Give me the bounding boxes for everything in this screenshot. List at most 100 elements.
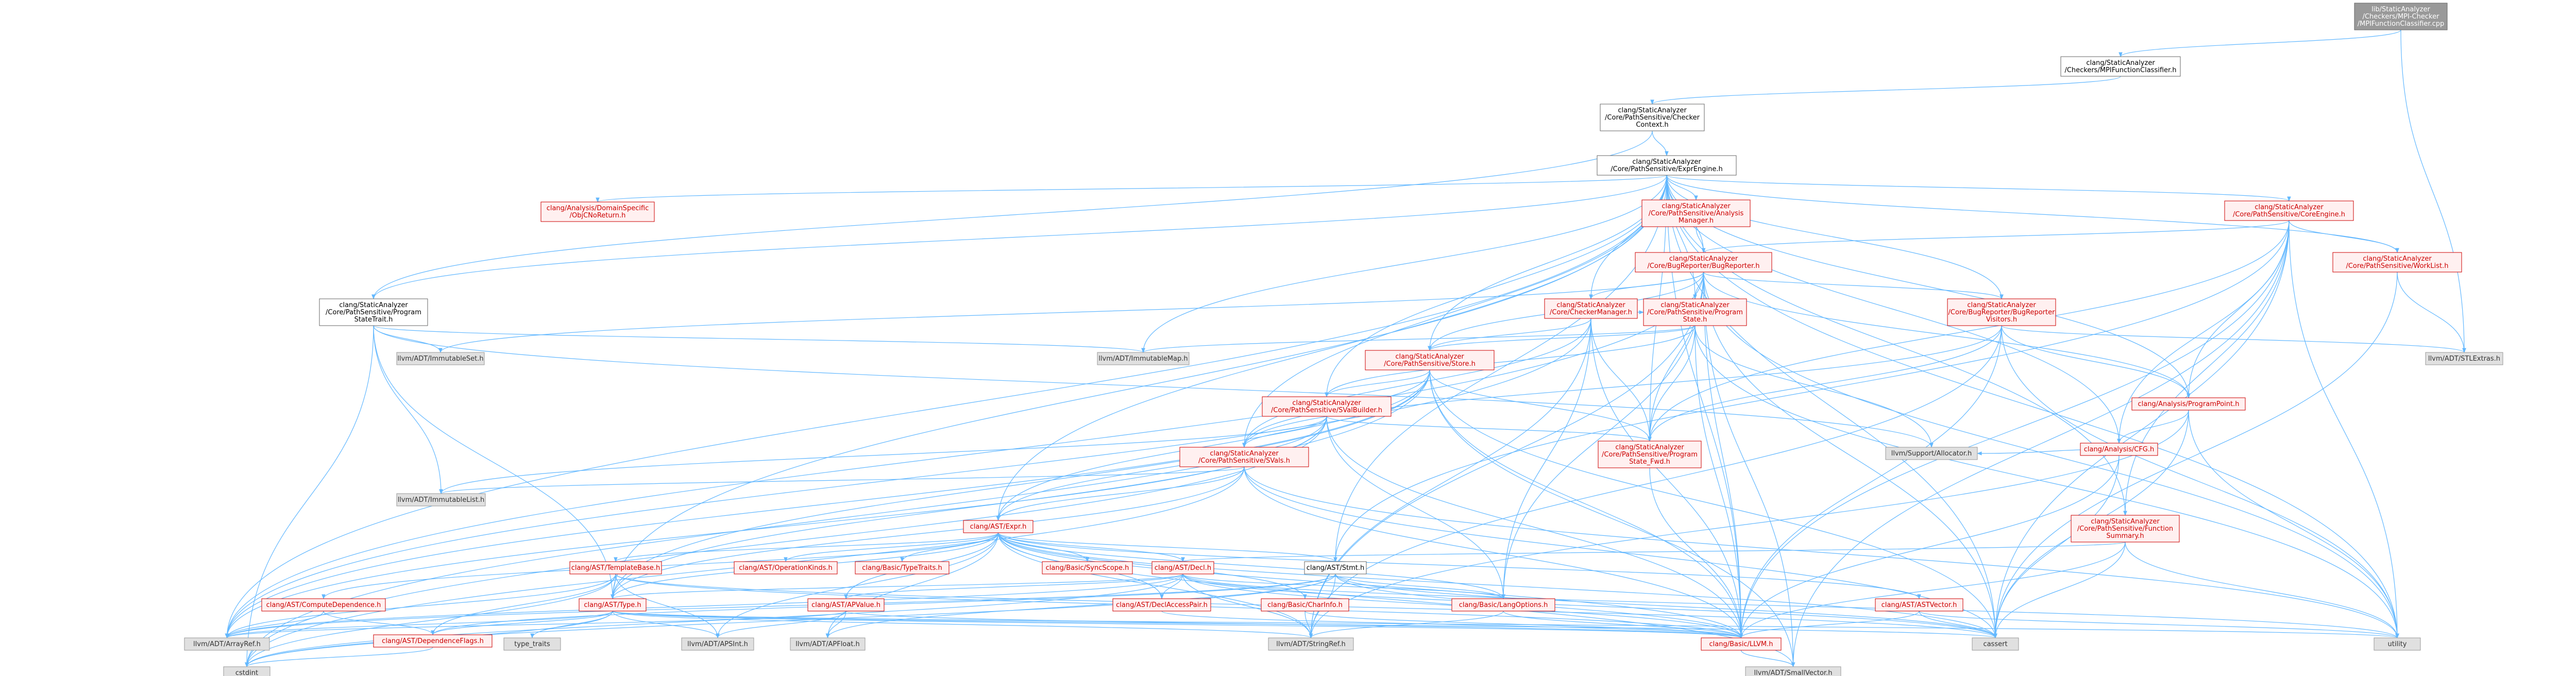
edge-line — [1429, 369, 1743, 638]
node-cfg[interactable]: clang/Analysis/CFG.h — [2080, 443, 2158, 456]
edge-decl-to-arrayref — [225, 573, 1183, 638]
node-immutableset[interactable]: llvm/ADT/ImmutableSet.h — [396, 352, 485, 365]
edge-line — [225, 611, 846, 638]
edge-line — [1309, 325, 2002, 638]
node-immutablelist[interactable]: llvm/ADT/ImmutableList.h — [396, 493, 486, 506]
node-label-line: clang/Analysis/CFG.h — [2084, 446, 2155, 453]
node-box — [1641, 199, 1751, 227]
edge-statefwd-to-llvmh — [1649, 467, 1743, 638]
edge-line — [1703, 272, 2399, 638]
node-mpi_cpp[interactable]: lib/StaticAnalyzer/Checkers/MPI-Checker/… — [2354, 3, 2448, 30]
node-declaccesspair[interactable]: clang/AST/DeclAccessPair.h — [1112, 598, 1211, 612]
node-worklist[interactable]: clang/StaticAnalyzer/Core/PathSensitive/… — [2332, 252, 2462, 273]
edge-coreengine-to-cfg — [2117, 220, 2290, 444]
edge-coreengine-to-stmt — [1333, 220, 2290, 562]
edge-line — [1335, 573, 1505, 599]
node-langoptions[interactable]: clang/Basic/LangOptions.h — [1451, 598, 1555, 612]
node-astvector[interactable]: clang/AST/ASTVector.h — [1875, 598, 1963, 612]
node-apsint[interactable]: llvm/ADT/APSInt.h — [681, 637, 754, 651]
edge-exprengine-to-analysismgr — [1666, 175, 1698, 200]
node-type[interactable]: clang/AST/Type.h — [579, 598, 647, 612]
node-stringref[interactable]: llvm/ADT/StringRef.h — [1268, 637, 1354, 651]
edge-line — [2125, 542, 2399, 638]
node-box — [963, 520, 1033, 533]
node-charinfo[interactable]: clang/Basic/CharInfo.h — [1261, 598, 1349, 612]
node-label-line: clang/AST/TemplateBase.h — [571, 564, 660, 572]
node-label-line: llvm/ADT/STLExtras.h — [2428, 355, 2500, 363]
node-programpoint[interactable]: clang/Analysis/ProgramPoint.h — [2131, 397, 2246, 411]
node-typetraits[interactable]: clang/Basic/TypeTraits.h — [855, 561, 950, 574]
edge-store-to-llvmh — [1429, 369, 1743, 638]
node-arrayref[interactable]: llvm/ADT/ArrayRef.h — [184, 637, 270, 651]
edge-line — [371, 130, 1653, 299]
node-computedep[interactable]: clang/AST/ComputeDependence.h — [261, 598, 386, 612]
node-label-line: clang/StaticAnalyzer — [1632, 158, 1701, 166]
node-apfloat[interactable]: llvm/ADT/APFloat.h — [790, 637, 866, 651]
node-cassert[interactable]: cassert — [1972, 637, 2019, 651]
edge-worklist-to-cassert — [1993, 272, 2398, 638]
node-svals[interactable]: clang/StaticAnalyzer/Core/PathSensitive/… — [1179, 447, 1309, 467]
edge-exprengine-to-arrayref — [225, 175, 1667, 638]
node-box — [1597, 155, 1737, 176]
node-depflags[interactable]: clang/AST/DependenceFlags.h — [373, 634, 493, 648]
node-checkerctx[interactable]: clang/StaticAnalyzer/Core/PathSensitive/… — [1600, 104, 1705, 131]
node-utility[interactable]: utility — [2374, 637, 2421, 651]
node-typetraits_std[interactable]: type_traits — [503, 637, 561, 651]
node-checkermgr[interactable]: clang/StaticAnalyzer/Core/CheckerManager… — [1544, 298, 1638, 319]
node-box — [1304, 561, 1367, 574]
node-label-line: clang/Basic/SyncScope.h — [1046, 564, 1129, 572]
node-stlextras[interactable]: llvm/ADT/STLExtras.h — [2425, 352, 2503, 365]
node-smallvector[interactable]: llvm/ADT/SmallVector.h — [1745, 666, 1841, 676]
node-templatebase[interactable]: clang/AST/TemplateBase.h — [569, 561, 662, 574]
edge-store-to-svalbuilder — [1325, 369, 1430, 397]
edge-apvalue-to-arrayref — [225, 611, 846, 638]
edge-line — [996, 175, 1667, 521]
edge-apvalue-to-llvmh — [845, 611, 1743, 638]
node-box — [2374, 637, 2421, 651]
edge-statetrait-to-immutablemap — [373, 325, 1145, 353]
node-label-line: /MPIFunctionClassifier.cpp — [2358, 20, 2445, 28]
edge-exprengine-to-cfg — [1666, 175, 2121, 444]
node-syncscope[interactable]: clang/Basic/SyncScope.h — [1042, 561, 1133, 574]
node-apvalue[interactable]: clang/AST/APValue.h — [807, 598, 885, 612]
edge-type-to-stringref — [612, 611, 1313, 638]
node-label-line: clang/AST/APValue.h — [811, 601, 880, 609]
edge-line — [1182, 573, 1505, 599]
edge-line — [1666, 175, 2004, 299]
edge-line — [1648, 325, 2002, 442]
node-programstate[interactable]: clang/StaticAnalyzer/Core/PathSensitive/… — [1643, 298, 1747, 326]
node-analysismgr[interactable]: clang/StaticAnalyzer/Core/PathSensitive/… — [1641, 199, 1751, 227]
node-brvisitors[interactable]: clang/StaticAnalyzer/Core/BugReporter/Bu… — [1947, 298, 2056, 326]
edge-line — [1696, 226, 1706, 253]
node-objcnoreturn[interactable]: clang/Analysis/DomainSpecific/ObjCNoRetu… — [540, 201, 655, 222]
node-expr[interactable]: clang/AST/Expr.h — [963, 520, 1033, 533]
edge-line — [2117, 220, 2290, 444]
node-box — [1112, 598, 1211, 612]
edge-line — [612, 611, 2399, 638]
edge-store-to-cassert — [1429, 369, 1997, 638]
node-box — [319, 298, 428, 326]
node-mpi_h[interactable]: clang/StaticAnalyzer/Checkers/MPIFunctio… — [2060, 56, 2181, 77]
node-cstdint[interactable]: cstdint — [223, 666, 270, 676]
node-store[interactable]: clang/StaticAnalyzer/Core/PathSensitive/… — [1365, 350, 1495, 370]
node-bugreporter[interactable]: clang/StaticAnalyzer/Core/BugReporter/Bu… — [1635, 252, 1772, 273]
node-statefwd[interactable]: clang/StaticAnalyzer/Core/PathSensitive/… — [1598, 441, 1702, 468]
node-operationkinds[interactable]: clang/AST/OperationKinds.h — [734, 561, 838, 574]
node-exprengine[interactable]: clang/StaticAnalyzer/Core/PathSensitive/… — [1597, 155, 1737, 176]
edge-svalbuilder-to-immutablelist — [439, 416, 1327, 494]
node-stmt[interactable]: clang/AST/Stmt.h — [1304, 561, 1367, 574]
node-coreengine[interactable]: clang/StaticAnalyzer/Core/PathSensitive/… — [2224, 200, 2354, 221]
edge-line — [900, 532, 999, 562]
node-funcsummary[interactable]: clang/StaticAnalyzer/Core/PathSensitive/… — [2071, 515, 2180, 543]
node-svalbuilder[interactable]: clang/StaticAnalyzer/Core/PathSensitive/… — [1262, 396, 1392, 417]
edge-line — [225, 573, 616, 638]
edge-line — [1703, 272, 2004, 299]
edge-stmt-to-cassert — [1335, 573, 1997, 638]
node-label-line: clang/Analysis/ProgramPoint.h — [2138, 400, 2239, 408]
node-llvmh[interactable]: clang/Basic/LLVM.h — [1701, 637, 1782, 651]
edge-decl-to-langoptions — [1182, 573, 1505, 599]
node-immutablemap[interactable]: llvm/ADT/ImmutableMap.h — [1097, 352, 1190, 365]
node-decl[interactable]: clang/AST/Decl.h — [1151, 561, 1214, 574]
node-allocator[interactable]: llvm/Support/Allocator.h — [1885, 447, 1978, 460]
node-statetrait[interactable]: clang/StaticAnalyzer/Core/PathSensitive/… — [319, 298, 428, 326]
